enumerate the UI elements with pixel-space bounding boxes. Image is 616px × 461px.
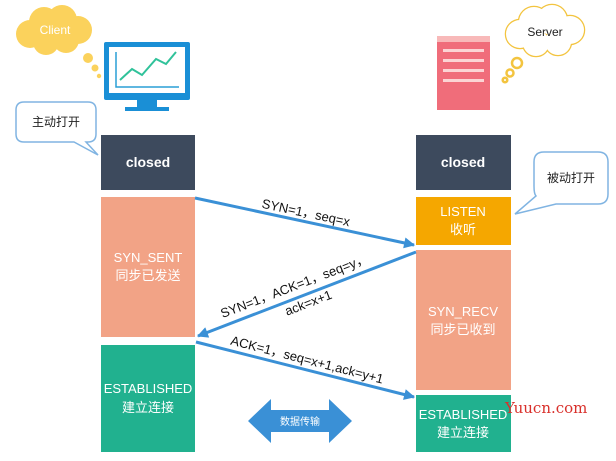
passive-open-bubble: 被动打开 <box>514 151 609 215</box>
monitor-chart-icon <box>104 42 190 111</box>
server-state-syn-recv: SYN_RECV 同步已收到 <box>416 250 511 390</box>
state-label: SYN_RECV <box>428 304 498 319</box>
syn-ack-message: SYN=1，ACK=1，seq=y， ack=x+1 <box>196 250 417 338</box>
active-open-label: 主动打开 <box>32 115 80 129</box>
syn-message-label: SYN=1，seq=x <box>261 196 352 229</box>
state-label: closed <box>441 154 485 170</box>
ack-message-label: ACK=1，seq=x+1,ack=y+1 <box>229 333 385 387</box>
client-label: Client <box>40 23 71 37</box>
server-cloud: Server <box>501 3 586 84</box>
watermark: Yuucn.com <box>504 399 587 417</box>
state-label: ESTABLISHED <box>104 381 193 396</box>
state-description: 收听 <box>450 222 476 237</box>
state-description: 建立连接 <box>437 425 489 440</box>
state-label: ESTABLISHED <box>419 407 508 422</box>
server-label: Server <box>527 25 562 39</box>
data-transfer-label: 数据传输 <box>280 415 320 428</box>
client-state-syn-sent: SYN_SENT 同步已发送 <box>101 197 195 337</box>
server-state-established: ESTABLISHED 建立连接 <box>416 395 511 452</box>
ack-message: ACK=1，seq=x+1,ack=y+1 <box>195 333 416 400</box>
client-state-closed: closed <box>101 135 195 190</box>
syn-ack-arrow <box>196 250 417 338</box>
syn-message: SYN=1，seq=x <box>194 196 416 249</box>
server-state-closed: closed <box>416 135 511 190</box>
active-open-bubble: 主动打开 <box>15 101 99 156</box>
server-rack-icon <box>437 36 490 110</box>
client-state-established: ESTABLISHED 建立连接 <box>101 345 195 452</box>
state-label: LISTEN <box>440 204 486 219</box>
state-description: 建立连接 <box>122 400 174 415</box>
data-transfer-arrow: 数据传输 <box>248 399 352 443</box>
ack-arrow <box>195 340 416 400</box>
client-cloud: Client <box>16 5 102 79</box>
syn-arrow <box>194 196 416 249</box>
state-description: 同步已发送 <box>115 268 180 283</box>
passive-open-label: 被动打开 <box>547 171 595 185</box>
state-description: 同步已收到 <box>430 322 495 337</box>
state-label: closed <box>126 154 170 170</box>
server-state-listen: LISTEN 收听 <box>416 197 511 245</box>
state-label: SYN_SENT <box>114 250 183 265</box>
